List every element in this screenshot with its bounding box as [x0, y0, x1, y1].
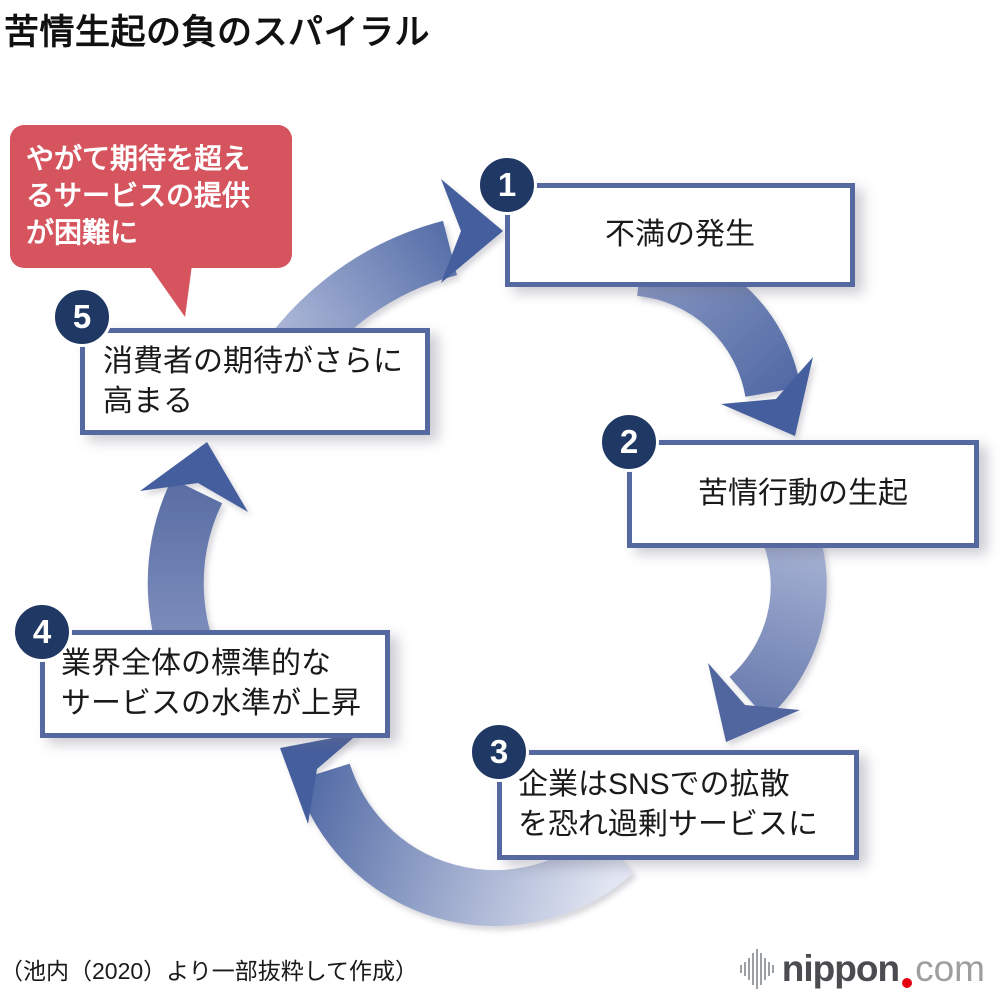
step-4-label: 業界全体の標準的な サービスの水準が上昇 — [61, 647, 361, 720]
step-1-label: 不満の発生 — [605, 218, 755, 251]
logo-tld-text: com — [915, 948, 985, 989]
arrow-arc-3-to-4 — [296, 763, 634, 927]
arrowhead-4-to-5 — [140, 442, 248, 512]
callout-bubble: やがて期待を超え るサービスの提供 が困難に — [10, 125, 292, 268]
callout-text: やがて期待を超え るサービスの提供 が困難に — [26, 143, 251, 248]
nippon-com-logo: nippon com — [739, 948, 985, 990]
source-note: （池内（2020）より一部抜粋して作成） — [0, 958, 419, 984]
step-2-label: 苦情行動の生起 — [698, 477, 908, 510]
arrowhead-3-to-4 — [280, 733, 359, 824]
arrowhead-1-to-2 — [721, 357, 813, 436]
step-5-number-badge: 5 — [52, 287, 112, 347]
arrowhead-5-to-1 — [441, 179, 503, 283]
step-box-3: 企業はSNSでの拡散 を恐れ過剰サービスに — [497, 750, 859, 860]
arrowhead-2-to-3 — [708, 663, 800, 742]
step-4-number-badge: 4 — [12, 602, 72, 662]
step-box-5: 消費者の期待がさらに 高まる — [80, 328, 430, 435]
logo-red-dot — [902, 978, 913, 988]
logo-brand-text: nippon — [781, 948, 900, 989]
step-3-number-badge: 3 — [469, 722, 529, 782]
logo-soundbars-icon — [739, 949, 774, 989]
page-title: 苦情生起の負のスパイラル — [4, 13, 431, 52]
step-box-2: 苦情行動の生起 — [627, 440, 979, 548]
step-2-number-badge: 2 — [599, 412, 659, 472]
step-5-label: 消費者の期待がさらに 高まる — [103, 344, 403, 418]
arrow-arc-2-to-3 — [728, 525, 827, 719]
step-box-4: 業界全体の標準的な サービスの水準が上昇 — [40, 630, 390, 738]
step-1-number-badge: 1 — [477, 155, 537, 215]
step-3-label: 企業はSNSでの拡散 を恐れ過剰サービスに — [518, 768, 818, 841]
step-box-1: 不満の発生 — [505, 183, 855, 287]
